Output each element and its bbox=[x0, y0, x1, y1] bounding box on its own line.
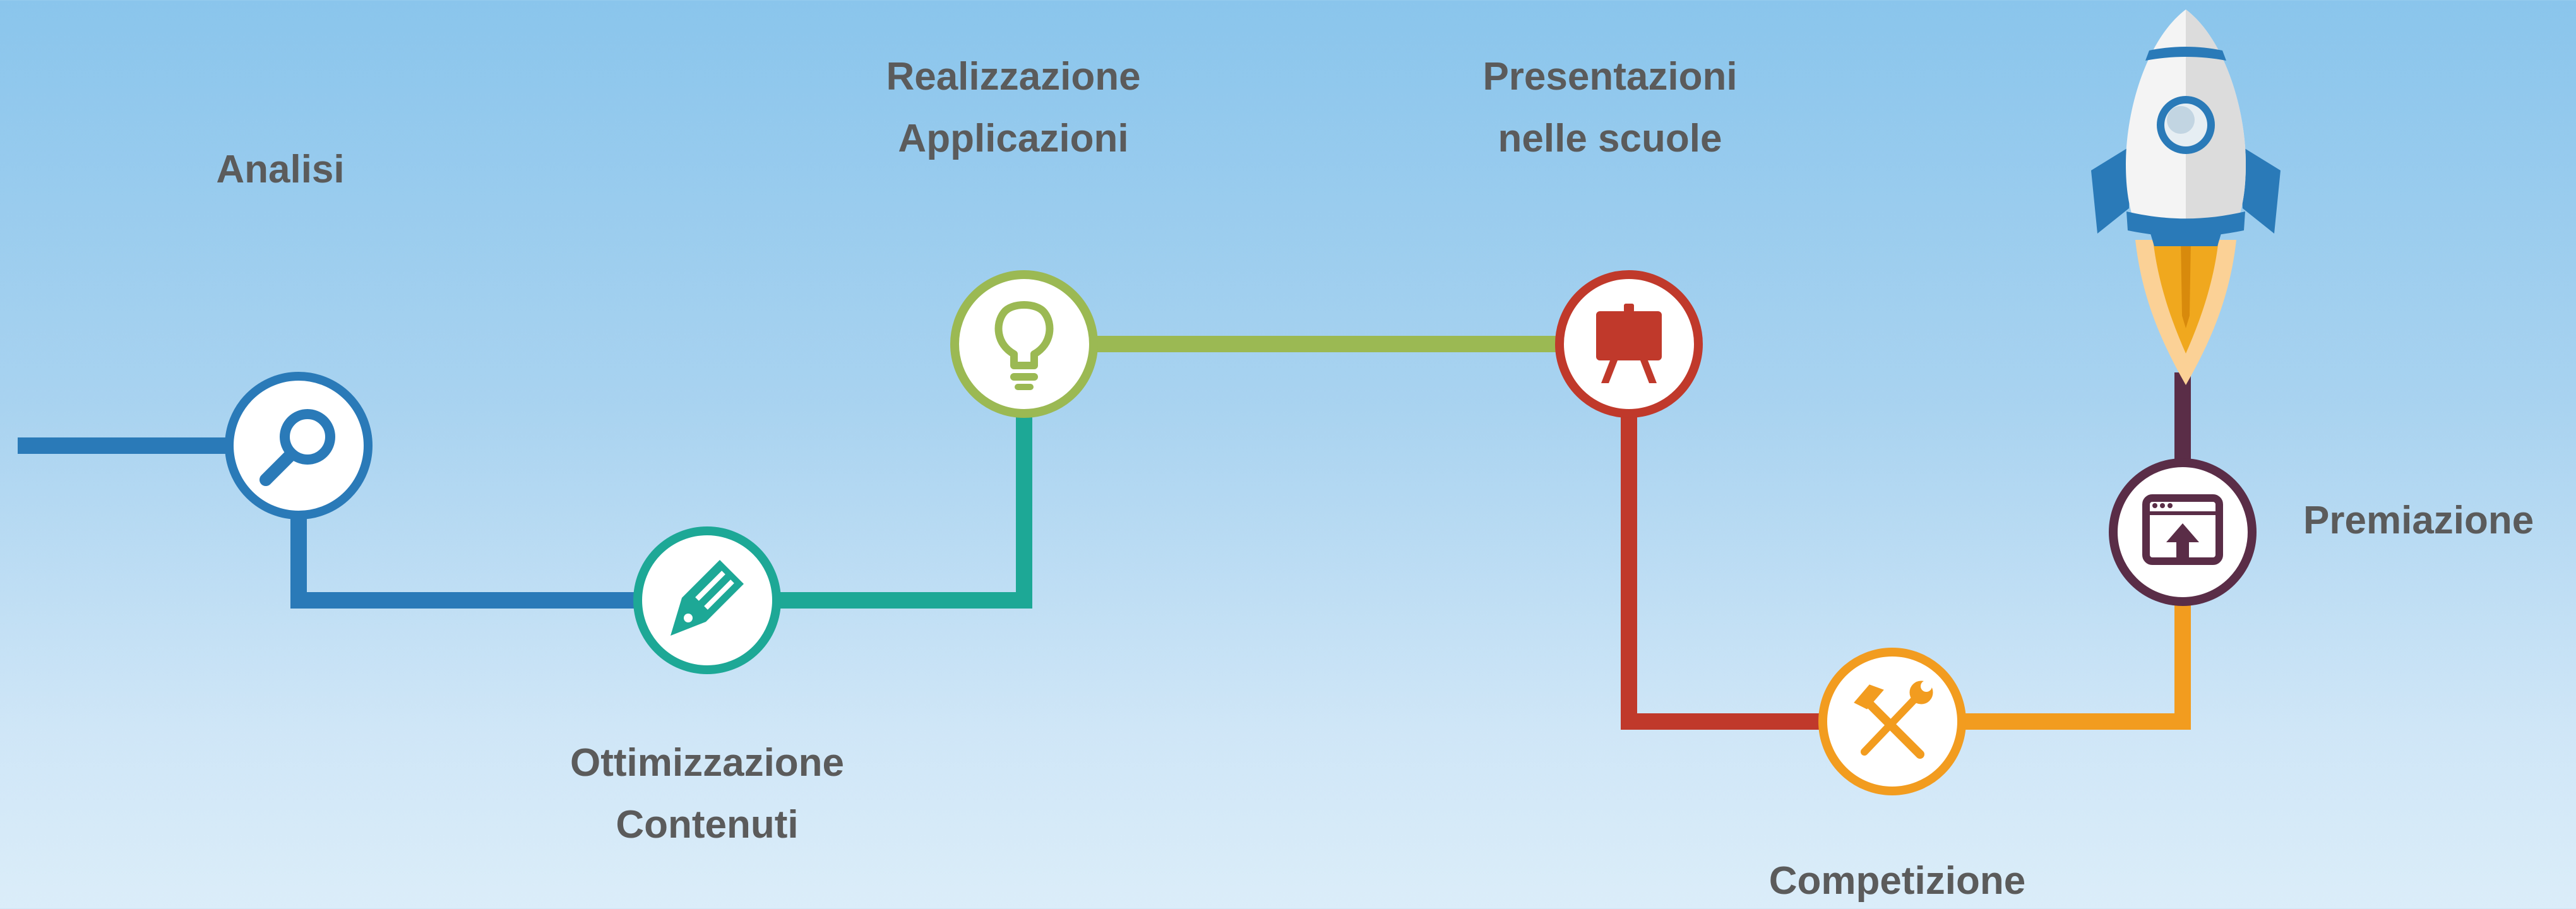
step-node-realizzazione[interactable] bbox=[950, 270, 1098, 418]
connector-lines bbox=[18, 336, 2191, 730]
step-label-competizione: Competizione bbox=[1708, 850, 2087, 909]
step-label-line: Competizione bbox=[1768, 859, 2026, 903]
step-label-line: Applicazioni bbox=[898, 117, 1129, 160]
step-node-premiazione[interactable] bbox=[2109, 458, 2257, 606]
step-node-presentazioni[interactable] bbox=[1555, 270, 1703, 418]
step-label-ottimizzazione: Ottimizzazione Contenuti bbox=[518, 732, 897, 856]
step-label-line: Premiazione bbox=[2303, 499, 2534, 542]
step-node-analisi[interactable] bbox=[225, 372, 373, 520]
step-label-analisi: Analisi bbox=[154, 139, 407, 201]
step-label-presentazioni: Presentazioni nelle scuole bbox=[1421, 46, 1799, 170]
upload-window-icon bbox=[2142, 494, 2223, 565]
presentation-board-icon bbox=[1596, 304, 1662, 383]
magnifier-icon bbox=[259, 409, 335, 486]
step-label-line: Analisi bbox=[216, 148, 345, 191]
step-node-competizione[interactable] bbox=[1818, 648, 1966, 795]
rocket-icon bbox=[2091, 9, 2281, 385]
step-label-line: Realizzazione bbox=[886, 55, 1141, 98]
step-label-line: Ottimizzazione bbox=[569, 741, 845, 785]
connector-analisi-ottimizzazione bbox=[290, 505, 636, 609]
connector-presentazioni-competizione bbox=[1621, 417, 1822, 730]
connector-ottimizzazione-realizzazione bbox=[778, 417, 1032, 609]
hammer-wrench-icon bbox=[1854, 680, 1933, 759]
connector-competizione-premiazione bbox=[1964, 605, 2191, 730]
lightbulb-icon bbox=[994, 301, 1054, 390]
step-label-line: nelle scuole bbox=[1498, 117, 1722, 160]
step-label-line: Presentazioni bbox=[1482, 55, 1738, 98]
step-label-realizzazione: Realizzazione Applicazioni bbox=[824, 46, 1203, 170]
pencil-icon bbox=[671, 560, 744, 636]
step-label-line: Contenuti bbox=[616, 803, 799, 847]
step-node-ottimizzazione[interactable] bbox=[633, 526, 781, 674]
step-label-premiazione: Premiazione bbox=[2303, 490, 2576, 552]
